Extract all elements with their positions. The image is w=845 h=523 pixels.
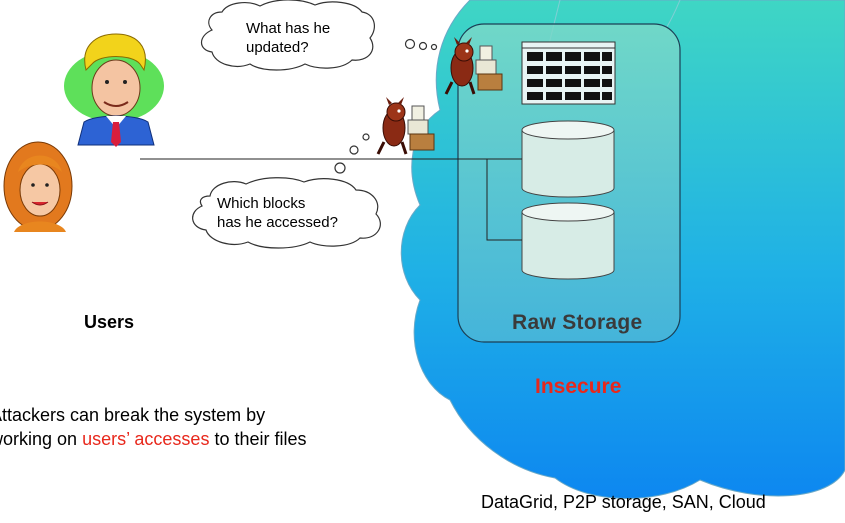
storage-backends-label: DataGrid, P2P storage, SAN, Cloud (481, 492, 766, 512)
thought-bubble-top (200, 0, 438, 71)
caption-line-2-prefix: working on (0, 429, 78, 449)
bubble-top-text: What has he updated? (246, 19, 330, 57)
devil-hacker-icon (376, 97, 435, 155)
caption-line-1: Attackers can break the system by (0, 405, 266, 425)
woman-avatar-icon (3, 141, 73, 232)
users-label: Users (84, 312, 135, 332)
data-table-icon (521, 41, 616, 105)
bubble-bottom-line-2: has he accessed? (217, 214, 338, 231)
thought-bubble-bottom (192, 133, 381, 249)
man-avatar-icon (64, 33, 164, 147)
caption-line-2: working on users’ accesses to their file… (0, 427, 307, 451)
insecure-label: Insecure (535, 375, 622, 398)
disk-cylinder-icon (521, 202, 615, 280)
access-lines (140, 158, 522, 241)
attack-caption: Attackers can break the system by workin… (0, 403, 307, 451)
caption-highlight: users’ accesses (82, 429, 210, 449)
disk-cylinder-icon (521, 120, 615, 198)
bubble-top-line-2: updated? (246, 39, 309, 56)
bubble-bottom-text: Which blocks has he accessed? (217, 194, 338, 232)
devil-hacker-icon (444, 37, 503, 95)
bubble-bottom-line-1: Which blocks (217, 195, 306, 212)
bubble-top-line-1: What has he (246, 20, 331, 37)
raw-storage-label: Raw Storage (512, 311, 643, 334)
caption-line-2-suffix: to their files (209, 429, 307, 449)
